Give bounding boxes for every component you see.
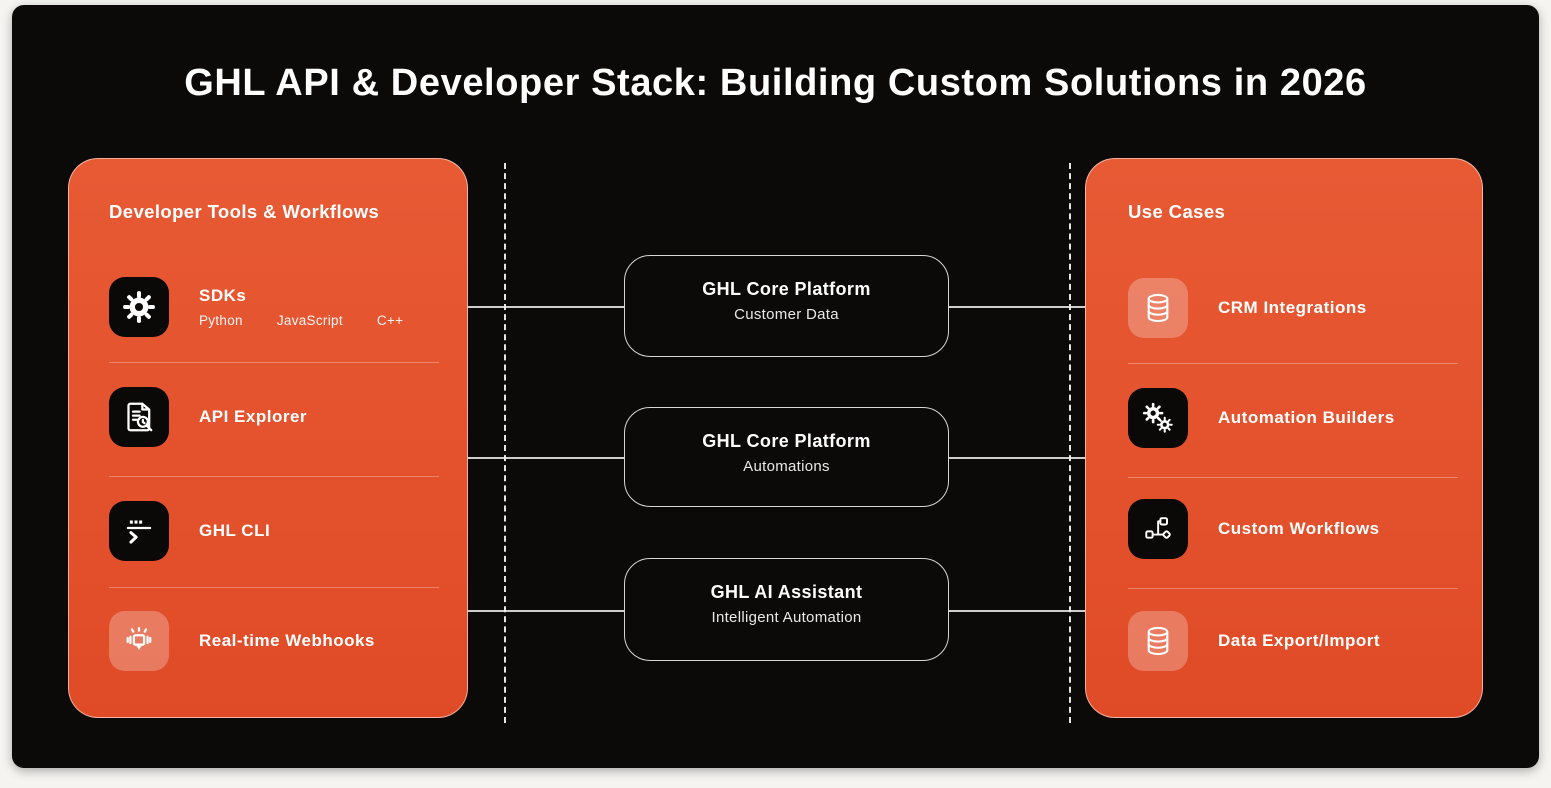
list-item-custom-workflows: Custom Workflows: [1128, 499, 1380, 559]
divider: [109, 476, 439, 477]
node-title: GHL Core Platform: [702, 431, 871, 451]
tag-javascript: JavaScript: [276, 313, 343, 328]
item-label: API Explorer: [199, 407, 308, 426]
item-label: Automation Builders: [1218, 408, 1395, 427]
dashed-separator-left: [504, 163, 506, 723]
connector-line: [948, 306, 1086, 308]
page-title: GHL API & Developer Stack: Building Cust…: [184, 62, 1367, 104]
workflow-nodes-icon: [1128, 499, 1188, 559]
node-core-platform-automations: GHL Core Platform Automations: [624, 407, 949, 507]
list-item-data-export-import: Data Export/Import: [1128, 611, 1380, 671]
node-ai-assistant: GHL AI Assistant Intelligent Automation: [624, 558, 949, 661]
list-item-sdks: SDKs Python JavaScript C++: [109, 277, 403, 337]
database-icon: [1128, 611, 1188, 671]
list-item-automation-builders: Automation Builders: [1128, 388, 1395, 448]
developer-tools-panel: Developer Tools & Workflows SDKs Python …: [68, 158, 468, 718]
divider: [1128, 477, 1458, 478]
connector-line: [468, 306, 625, 308]
list-item-ghl-cli: GHL CLI: [109, 501, 270, 561]
double-gear-icon: [1128, 388, 1188, 448]
webhook-ping-icon: [109, 611, 169, 671]
use-cases-panel: Use Cases CRM Integrations Automation Bu…: [1085, 158, 1483, 718]
item-label: CRM Integrations: [1218, 298, 1367, 317]
list-item-webhooks: Real-time Webhooks: [109, 611, 375, 671]
list-item-crm-integrations: CRM Integrations: [1128, 278, 1367, 338]
tag-cpp: C++: [376, 313, 404, 328]
diagram-canvas: GHL API & Developer Stack: Building Cust…: [12, 5, 1539, 768]
gear-icon: [109, 277, 169, 337]
list-item-api-explorer: API Explorer: [109, 387, 307, 447]
panel-title: Developer Tools & Workflows: [109, 201, 380, 222]
database-icon: [1128, 278, 1188, 338]
document-search-icon: [109, 387, 169, 447]
connector-line: [948, 457, 1086, 459]
node-subtitle: Customer Data: [734, 306, 839, 323]
node-subtitle: Automations: [743, 458, 830, 475]
tag-python: Python: [199, 313, 243, 328]
divider: [109, 362, 439, 363]
item-label: Data Export/Import: [1218, 631, 1381, 650]
divider: [109, 587, 439, 588]
connector-line: [468, 610, 625, 612]
item-label: Custom Workflows: [1218, 519, 1380, 538]
node-title: GHL Core Platform: [702, 279, 871, 299]
node-title: GHL AI Assistant: [710, 582, 863, 602]
node-core-platform-customer-data: GHL Core Platform Customer Data: [624, 255, 949, 357]
panel-title: Use Cases: [1128, 201, 1226, 222]
divider: [1128, 363, 1458, 364]
terminal-icon: [109, 501, 169, 561]
sdk-language-tags: Python JavaScript C++: [199, 313, 403, 328]
item-label: GHL CLI: [199, 521, 271, 540]
connector-line: [468, 457, 625, 459]
item-label: Real-time Webhooks: [199, 631, 375, 650]
item-label: SDKs: [199, 286, 247, 305]
divider: [1128, 588, 1458, 589]
dashed-separator-right: [1069, 163, 1071, 723]
node-subtitle: Intelligent Automation: [711, 609, 862, 626]
connector-line: [948, 610, 1086, 612]
